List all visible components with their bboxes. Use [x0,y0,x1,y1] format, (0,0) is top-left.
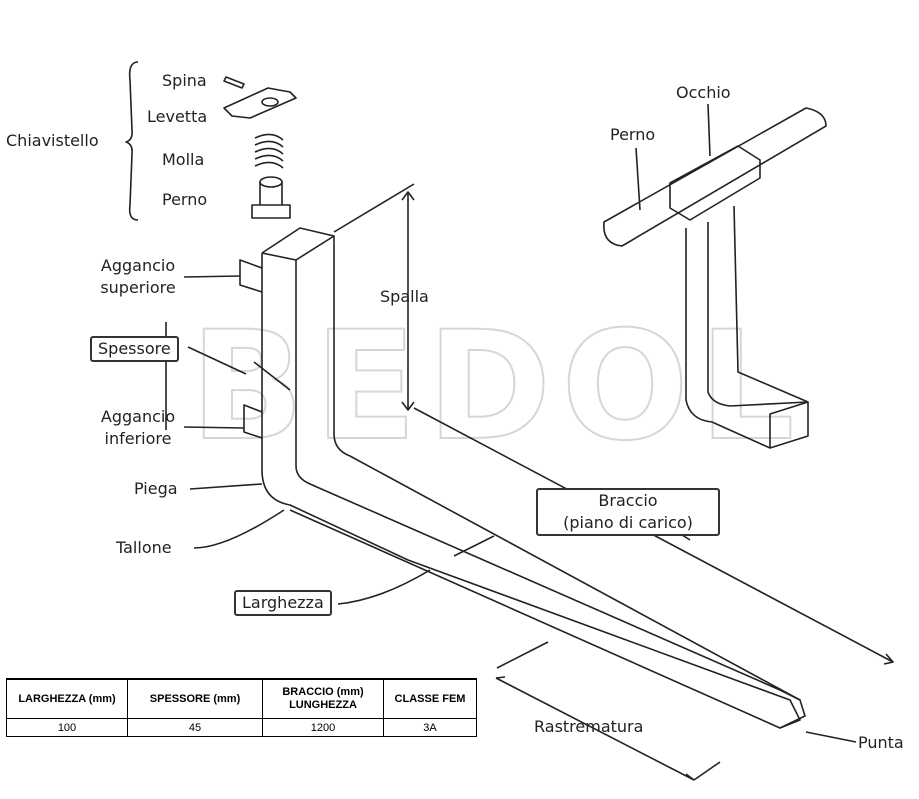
label-braccio-line1: Braccio [598,491,658,510]
leader-punta [805,731,857,743]
label-occhio: Occhio [676,83,731,102]
label-aggancio-inferiore-line1: Aggancio [100,407,176,426]
label-tallone: Tallone [116,538,172,557]
eye-part [669,145,761,221]
label-perno-left: Perno [162,190,208,209]
watermark-logo: BEDOL [189,299,805,475]
spring-part [254,133,284,169]
chiavistello-brace [125,61,139,221]
leader-piega [189,483,263,490]
leader-larghezza [337,569,431,605]
spec-cell-spessore: 45 [127,718,263,737]
spec-cell-classe: 3A [383,718,477,737]
leader-occhio [707,103,711,157]
spec-header-spessore: SPESSORE (mm) [127,678,263,719]
leader-aggancio-inf [183,426,245,429]
spec-cell-braccio: 1200 [262,718,384,737]
label-aggancio-superiore-line1: Aggancio [100,256,176,275]
fork-outline [261,253,801,729]
label-aggancio-inferiore: Aggancio inferiore [90,406,186,450]
label-spalla: Spalla [380,287,429,306]
label-perno-right: Perno [610,125,656,144]
label-spina: Spina [162,71,207,90]
larghezza-dim [453,535,495,557]
label-larghezza: Larghezza [234,590,332,616]
label-chiavistello: Chiavistello [6,131,99,150]
label-levetta: Levetta [147,107,208,126]
leader-tallone [193,509,285,549]
label-aggancio-inferiore-line2: inferiore [104,429,172,448]
label-spessore: Spessore [90,336,179,362]
label-aggancio-superiore: Aggancio superiore [90,255,186,299]
label-molla: Molla [162,150,205,169]
table-row: 100 45 1200 3A [6,718,477,737]
leader-spessore [187,346,247,375]
leader-perno-right [635,147,641,211]
pin-part [223,76,245,89]
spec-header-braccio: BRACCIO (mm) LUNGHEZZA [262,678,384,719]
lever-part [223,87,297,119]
label-punta: Punta [858,733,904,752]
spec-table-header-row: LARGHEZZA (mm) SPESSORE (mm) BRACCIO (mm… [6,678,477,719]
leader-aggancio-sup [183,275,241,278]
axle-part [603,107,827,247]
spec-header-larghezza: LARGHEZZA (mm) [6,678,128,719]
rastrematura-dim [495,677,695,781]
label-braccio: Braccio (piano di carico) [536,488,720,536]
spec-header-classe: CLASSE FEM [383,678,477,719]
spessore-dim [253,361,291,391]
label-braccio-line2: (piano di carico) [563,513,693,532]
spec-table: LARGHEZZA (mm) SPESSORE (mm) BRACCIO (mm… [6,678,477,737]
spec-header-braccio-line1: BRACCIO (mm) [282,686,364,698]
spec-cell-larghezza: 100 [6,718,128,737]
label-rastrematura: Rastrematura [534,717,644,736]
label-aggancio-superiore-line2: superiore [100,278,176,297]
spec-header-braccio-line2: LUNGHEZZA [289,699,357,711]
label-piega: Piega [134,479,178,498]
